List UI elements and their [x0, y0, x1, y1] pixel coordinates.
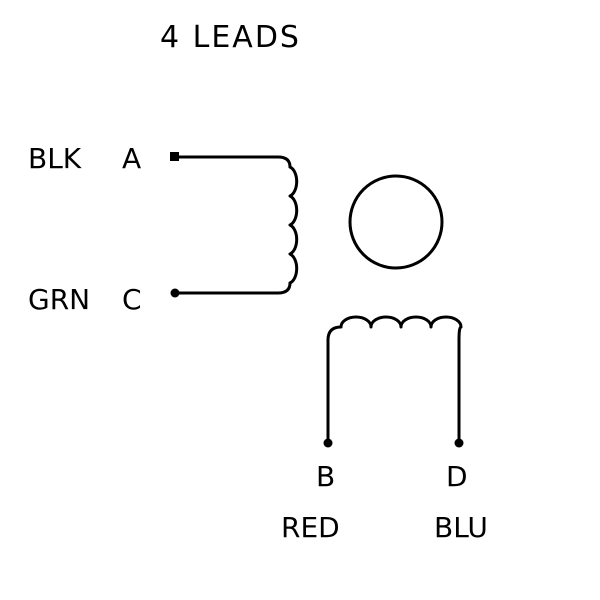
terminal-b-dot	[323, 438, 333, 448]
lead-b-color-label: RED	[281, 511, 340, 544]
winding-ac-lead-wires	[173, 155, 292, 295]
lead-d-color-label: BLU	[434, 511, 488, 544]
lead-c-color-label: GRN	[28, 283, 90, 316]
diagram-title: 4 LEADS	[160, 20, 301, 55]
lead-a-terminal-label: A	[122, 142, 141, 175]
lead-a-color-label: BLK	[28, 142, 82, 175]
lead-d-terminal-label: D	[446, 460, 468, 493]
winding-ac-coil	[288, 165, 299, 285]
winding-bd-lead-wires	[326, 338, 461, 445]
winding-bd-coil	[326, 315, 463, 342]
terminal-c-dot	[170, 288, 180, 298]
terminal-d-dot	[454, 438, 464, 448]
lead-c-terminal-label: C	[122, 283, 142, 316]
lead-b-terminal-label: B	[316, 460, 335, 493]
terminal-a-dot	[170, 152, 179, 161]
motor-rotor-circle	[348, 174, 444, 270]
